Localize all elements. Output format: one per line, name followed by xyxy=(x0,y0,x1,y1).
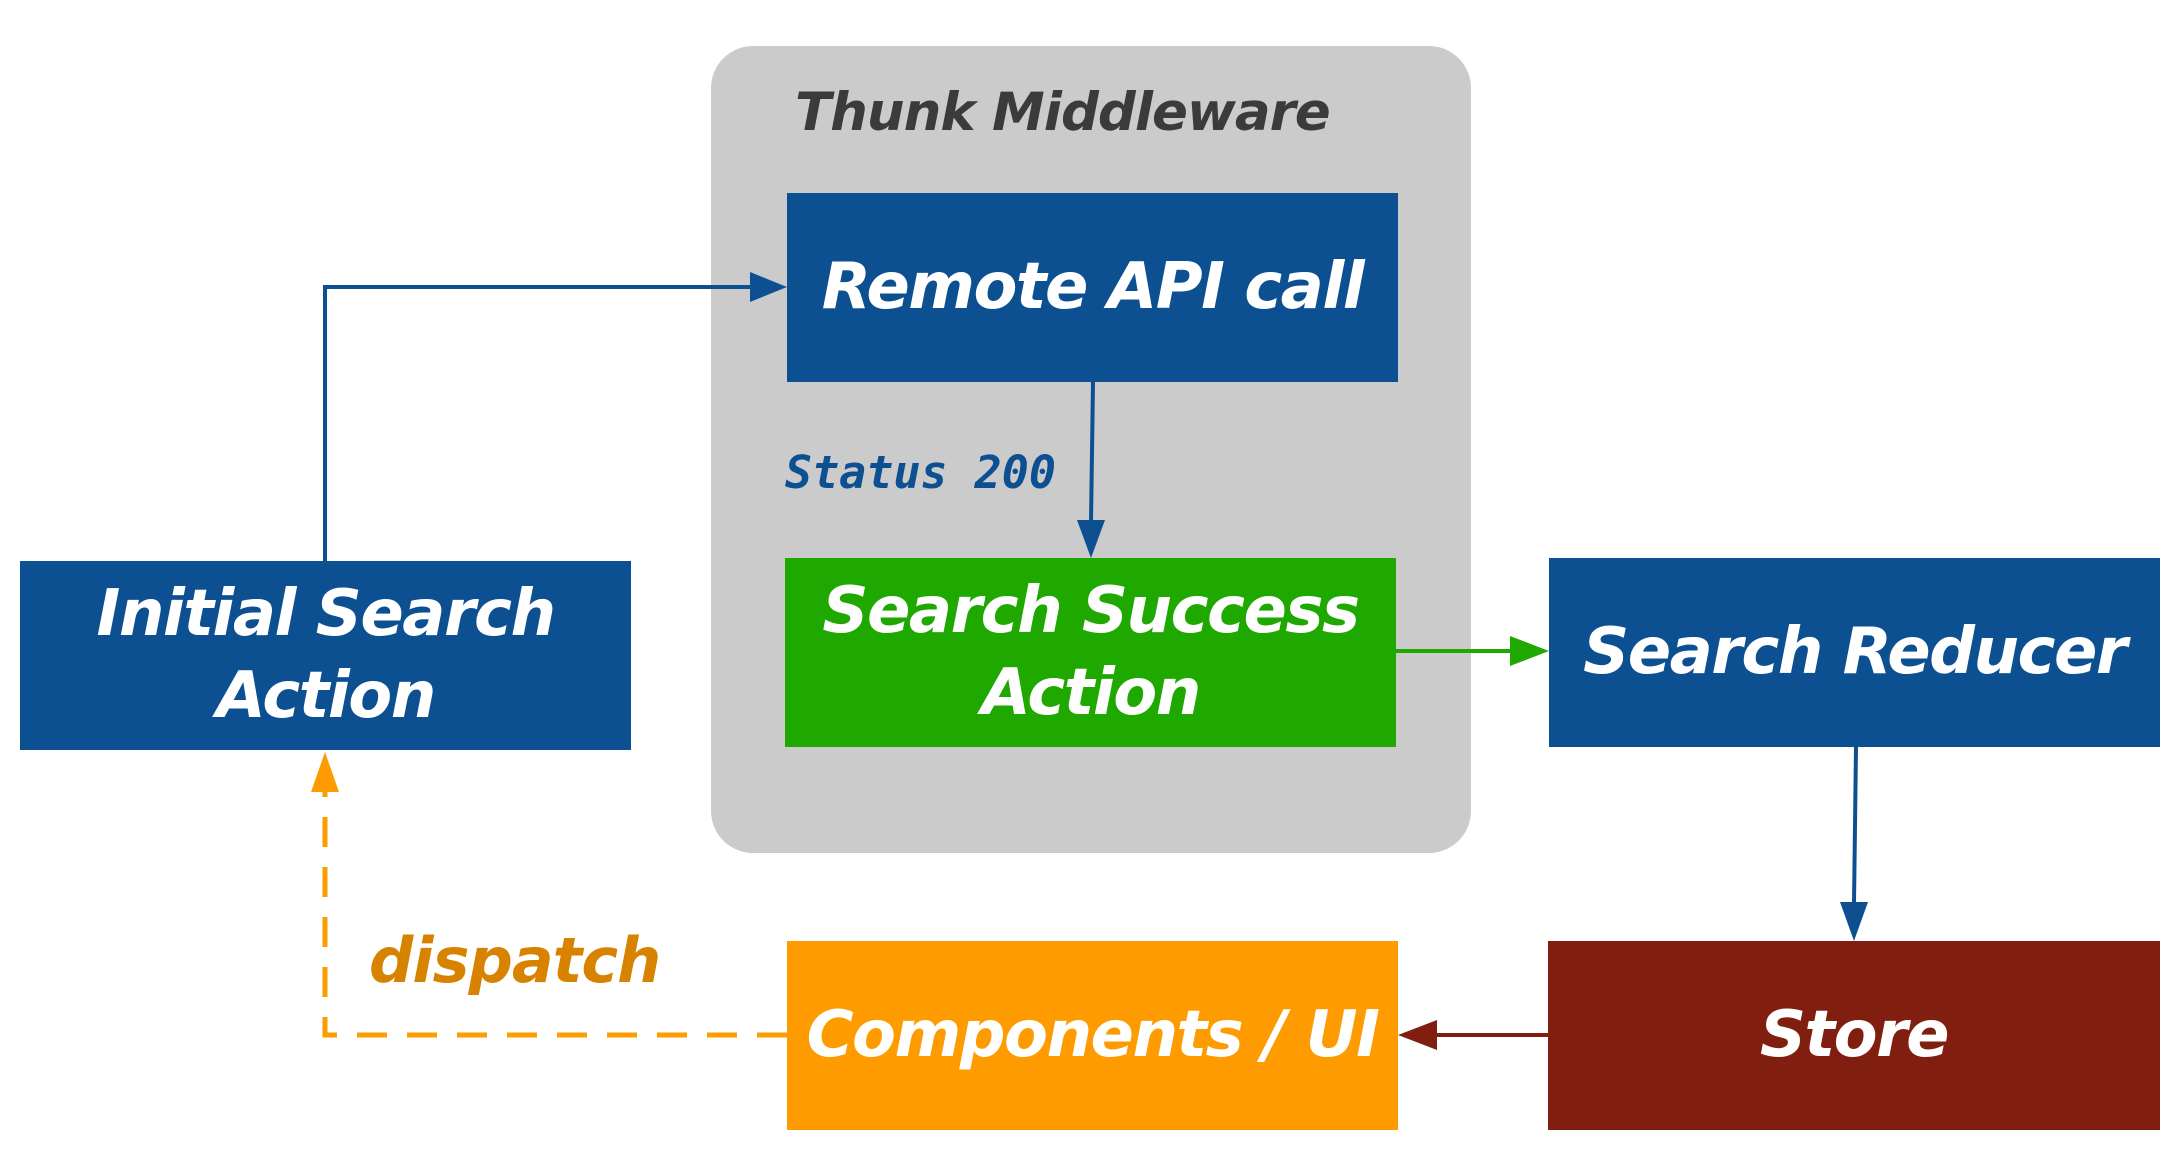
arrowhead-icon xyxy=(311,752,339,792)
arrowhead-icon xyxy=(1510,636,1549,666)
group-title: Thunk Middleware xyxy=(795,82,1331,143)
search-reducer-node: Search Reducer xyxy=(1549,558,2160,747)
components-ui-node: Components / UI xyxy=(787,941,1398,1130)
search-success-action-node: Search Success Action xyxy=(785,558,1396,747)
node-label: Store xyxy=(1759,997,1950,1072)
dispatch-label: dispatch xyxy=(369,924,661,997)
node-label-line-1: Search Success xyxy=(822,574,1360,649)
status-200-label: Status 200 xyxy=(785,446,1056,499)
node-label: Remote API call xyxy=(821,249,1365,324)
edge-store-to-components xyxy=(1398,1020,1548,1050)
node-label: Components / UI xyxy=(806,997,1380,1072)
node-label-line-2: Action xyxy=(216,658,436,733)
node-label-line-1: Initial Search xyxy=(96,577,557,652)
arrowhead-icon xyxy=(1398,1020,1437,1050)
node-label: Search Reducer xyxy=(1583,614,2127,689)
remote-api-call-node: Remote API call xyxy=(787,193,1398,382)
edge-reducer-to-store xyxy=(1840,746,1868,941)
store-node: Store xyxy=(1548,941,2160,1130)
arrowhead-icon xyxy=(1840,902,1868,941)
node-label-line-2: Action xyxy=(981,655,1201,730)
initial-search-action-node: Initial Search Action xyxy=(20,561,631,750)
